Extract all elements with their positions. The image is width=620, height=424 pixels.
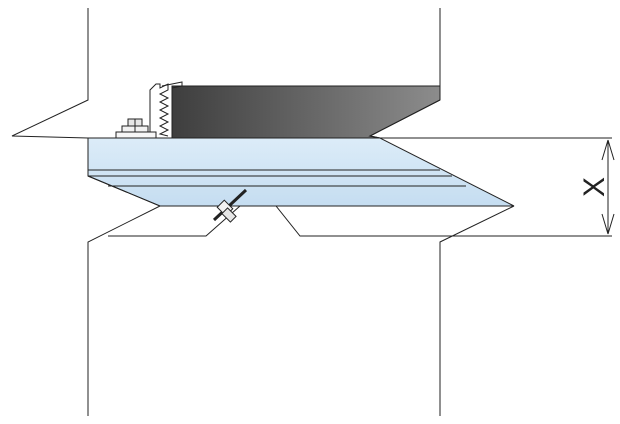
underside-profile (108, 205, 462, 237)
underside-screw (212, 188, 248, 223)
flashing-clip (161, 81, 183, 89)
lower-wall-left (87, 175, 162, 416)
flashing-profile (149, 83, 170, 137)
upper-wall-outline (11, 8, 89, 139)
dimension-arrow-bottom (601, 213, 615, 235)
dimension-label: X (578, 177, 611, 197)
lower-wall-right (439, 205, 515, 416)
dimension-arrow-top (601, 139, 615, 161)
slab-body (87, 137, 515, 207)
coping-block (171, 85, 441, 139)
upper-wall-right-zigzag (368, 99, 441, 139)
